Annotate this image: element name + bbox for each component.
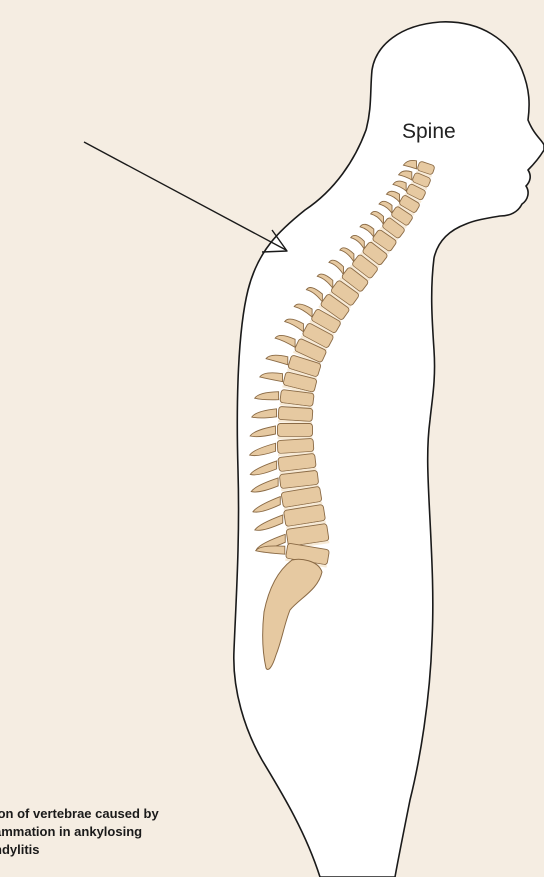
figure-caption: ion of vertebrae caused by ammation in a… bbox=[0, 805, 294, 859]
vertebra bbox=[277, 438, 314, 453]
vertebra bbox=[278, 424, 313, 437]
vertebra bbox=[278, 406, 313, 421]
spine-pointer-arrow bbox=[84, 142, 287, 252]
spine-label: Spine bbox=[402, 120, 456, 144]
